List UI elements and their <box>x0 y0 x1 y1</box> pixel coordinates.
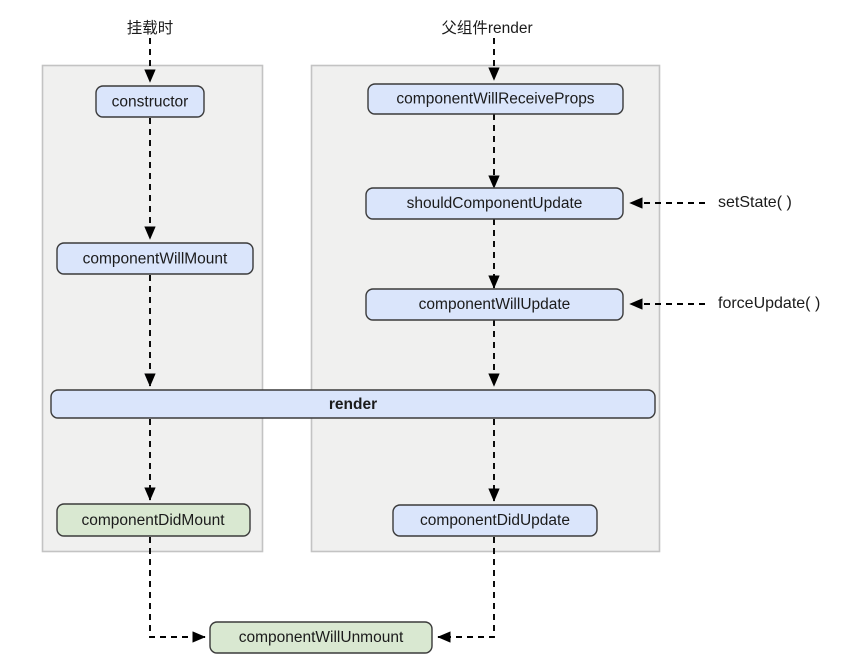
node-component-will-receive-props-box[interactable] <box>367 83 624 115</box>
node-component-will-receive-props[interactable]: componentWillReceiveProps <box>367 83 624 115</box>
node-component-will-mount-label: componentWillMount <box>83 251 228 268</box>
arrow-did-mount-to-will-unmount <box>149 537 206 643</box>
node-constructor-box[interactable] <box>95 85 205 118</box>
node-should-component-update[interactable]: shouldComponentUpdate <box>365 187 624 220</box>
node-component-will-update-label: componentWillUpdate <box>419 296 571 313</box>
node-component-will-unmount-label: componentWillUnmount <box>239 629 404 646</box>
node-component-did-mount[interactable]: componentDidMount <box>56 503 251 537</box>
node-component-did-mount-label: componentDidMount <box>81 512 225 529</box>
node-should-component-update-label: shouldComponentUpdate <box>407 195 583 212</box>
mounting-phase-panel <box>41 64 264 553</box>
node-constructor[interactable]: constructor <box>95 85 205 118</box>
node-render-box[interactable] <box>50 389 656 419</box>
arrow-did-update-to-will-unmount <box>437 537 495 643</box>
node-component-did-mount-box[interactable] <box>56 503 251 537</box>
node-render[interactable]: render <box>50 389 656 419</box>
node-component-will-mount[interactable]: componentWillMount <box>56 242 254 275</box>
node-component-did-update-box[interactable] <box>392 504 598 537</box>
node-component-will-unmount-box[interactable] <box>209 621 433 654</box>
node-component-will-mount-box[interactable] <box>56 242 254 275</box>
update-caption: 父组件render <box>441 19 532 37</box>
node-component-did-update-label: componentDidUpdate <box>420 512 570 529</box>
node-should-component-update-box[interactable] <box>365 187 624 220</box>
node-component-will-receive-props-label: componentWillReceiveProps <box>396 91 594 108</box>
node-component-will-unmount[interactable]: componentWillUnmount <box>209 621 433 654</box>
node-component-will-update-box[interactable] <box>365 288 624 321</box>
node-component-did-update[interactable]: componentDidUpdate <box>392 504 598 537</box>
node-component-will-update[interactable]: componentWillUpdate <box>365 288 624 321</box>
node-constructor-label: constructor <box>112 94 189 111</box>
mount-caption: 挂载时 <box>127 19 174 37</box>
trigger-force-update-label: forceUpdate( ) <box>718 295 820 312</box>
node-render-label: render <box>329 396 377 413</box>
trigger-set-state-label: setState( ) <box>718 194 792 211</box>
